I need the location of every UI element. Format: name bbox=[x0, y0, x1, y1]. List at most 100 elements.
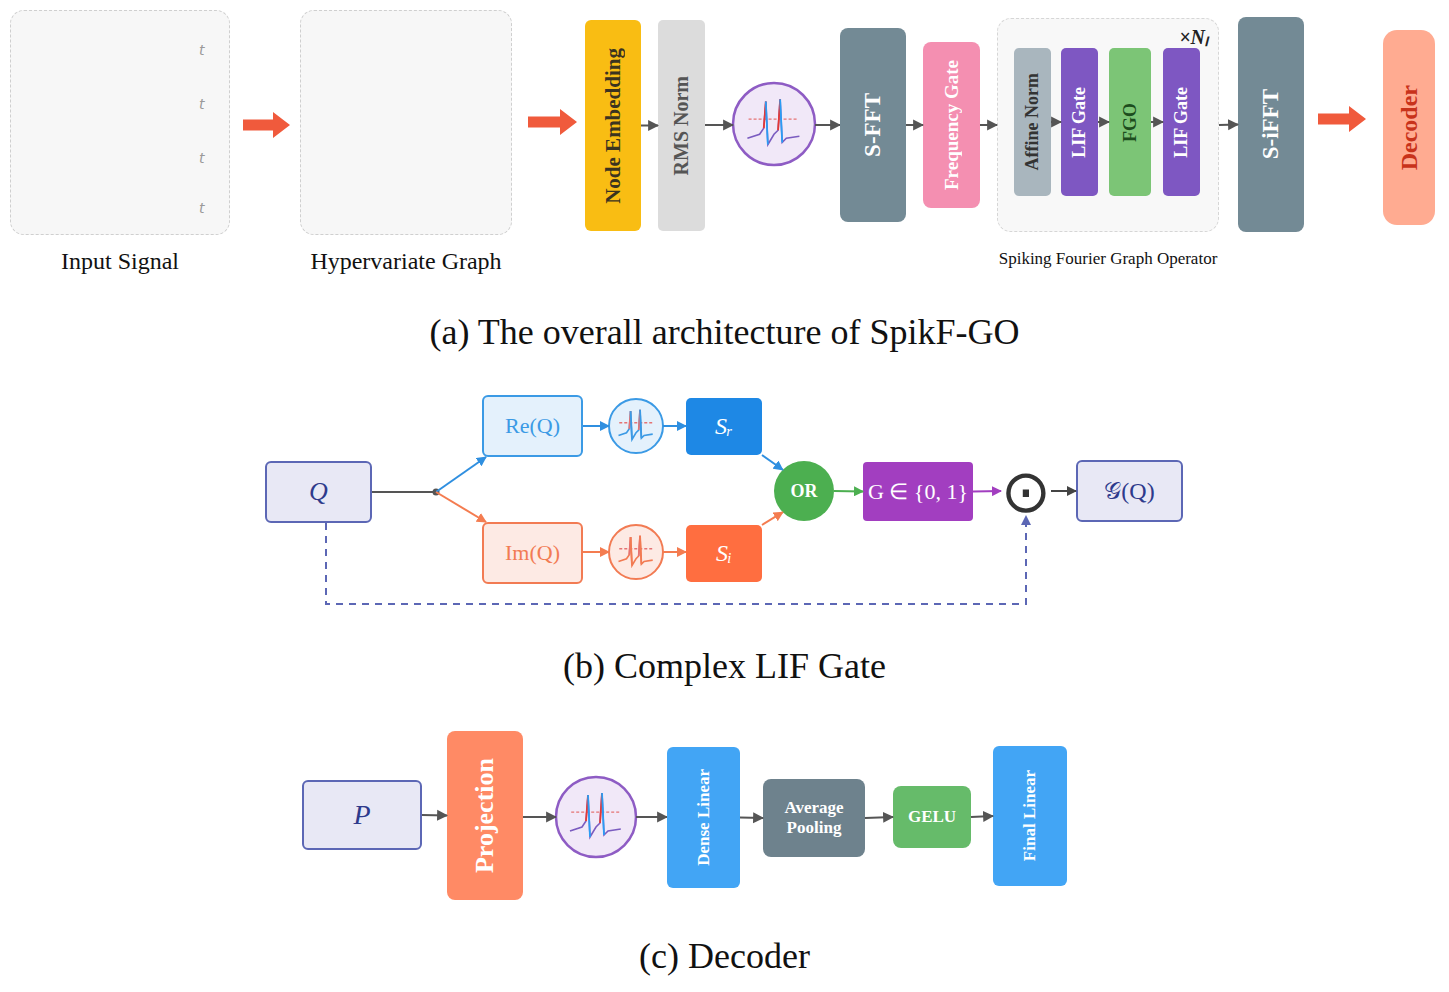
node-label: OR bbox=[791, 481, 818, 502]
spiking-neuron bbox=[609, 399, 663, 453]
node-label: Re(Q) bbox=[505, 413, 560, 439]
connector bbox=[641, 125, 658, 126]
threshold-line bbox=[619, 548, 652, 549]
connector-line bbox=[762, 455, 783, 470]
connector-line bbox=[1051, 490, 1076, 492]
flow-arrow bbox=[1318, 106, 1366, 132]
node-label: LIF Gate bbox=[1069, 87, 1090, 158]
connector bbox=[1098, 122, 1109, 123]
spike-down bbox=[602, 793, 604, 835]
neuron-wire bbox=[636, 816, 667, 818]
process-box: S-iFFT bbox=[1238, 17, 1304, 232]
neuron-wire bbox=[583, 551, 609, 553]
panel: Input Signal bbox=[10, 10, 230, 235]
spike-down bbox=[780, 99, 782, 142]
threshold-line bbox=[571, 812, 620, 813]
connector bbox=[422, 815, 447, 817]
connector bbox=[906, 125, 923, 126]
process-box: Average Pooling bbox=[763, 779, 865, 857]
node-label: P bbox=[353, 799, 370, 831]
subfigure-caption: (b) Complex LIF Gate bbox=[0, 645, 1449, 687]
membrane-trace bbox=[747, 99, 799, 144]
node-label: GELU bbox=[908, 807, 956, 827]
connector bbox=[973, 491, 1001, 493]
node-label: Final Linear bbox=[1020, 770, 1040, 861]
repeat-count: ×Nₗ bbox=[1179, 23, 1208, 50]
flow-arrow bbox=[243, 112, 290, 138]
neuron-wire bbox=[705, 124, 733, 126]
axis-label: t bbox=[199, 96, 205, 112]
node-label: S-FFT bbox=[860, 93, 886, 157]
connector-line bbox=[973, 490, 1001, 493]
node-label: Frequency Gate bbox=[941, 60, 963, 190]
node-label: Sᵢ bbox=[716, 540, 732, 567]
connector-line bbox=[436, 457, 486, 492]
spike-down bbox=[766, 101, 768, 144]
node-label: S-iFFT bbox=[1258, 89, 1284, 159]
node-label: 𝒢(Q) bbox=[1104, 478, 1154, 505]
connector bbox=[980, 125, 997, 126]
node-label: RMS Norm bbox=[670, 76, 693, 175]
spike-box: Sᵣ bbox=[686, 398, 762, 455]
panel: Hypervariate Graph bbox=[300, 10, 512, 235]
connector bbox=[528, 109, 577, 135]
split-dot bbox=[433, 489, 440, 496]
gate-box: G ∈ {0, 1} bbox=[863, 462, 973, 521]
neuron-wire bbox=[663, 551, 686, 553]
membrane-trace bbox=[619, 410, 653, 440]
node-label: Average Pooling bbox=[771, 798, 857, 838]
connector-line bbox=[971, 816, 993, 817]
connector bbox=[834, 491, 863, 493]
node-label: Affine Norm bbox=[1022, 73, 1043, 170]
neuron-wire bbox=[663, 425, 686, 427]
node-label: LIF Gate bbox=[1171, 87, 1192, 158]
process-box: Im(Q) bbox=[482, 522, 583, 584]
node-label: G ∈ {0, 1} bbox=[868, 479, 968, 505]
process-box: Projection bbox=[447, 731, 523, 900]
connector bbox=[762, 455, 783, 470]
process-box: FGO bbox=[1109, 48, 1151, 196]
connector bbox=[1318, 106, 1366, 132]
connector-line bbox=[1151, 121, 1163, 123]
operator-panel: ×NₗSpiking Fourier Graph OperatorAffine … bbox=[997, 18, 1219, 232]
connector-line bbox=[834, 490, 863, 493]
product-operator: ⊙ bbox=[1001, 466, 1051, 516]
spike-down bbox=[640, 410, 641, 438]
process-box: GELU bbox=[893, 786, 971, 848]
connector bbox=[1051, 122, 1061, 123]
node-label: Node Embedding bbox=[601, 48, 626, 204]
process-box: RMS Norm bbox=[658, 20, 705, 231]
node-label: Projection bbox=[470, 758, 500, 873]
panel-heading: Spiking Fourier Graph Operator bbox=[999, 249, 1218, 269]
spike-box: Sᵢ bbox=[686, 525, 762, 582]
connector-line bbox=[740, 817, 763, 820]
input-box: Q bbox=[265, 461, 372, 523]
process-box: Node Embedding bbox=[585, 20, 641, 231]
connector-line bbox=[1219, 124, 1238, 127]
connector bbox=[1219, 124, 1238, 126]
connector bbox=[326, 516, 1026, 604]
spike-down bbox=[640, 536, 641, 564]
process-box: S-FFT bbox=[840, 28, 906, 222]
connector-line bbox=[906, 124, 923, 126]
axis-label: t bbox=[199, 200, 205, 216]
process-box: Dense Linear bbox=[667, 747, 740, 888]
spiking-neuron bbox=[733, 83, 815, 165]
connector bbox=[740, 817, 763, 819]
membrane-trace bbox=[619, 536, 653, 566]
membrane-trace bbox=[570, 793, 621, 837]
connector-segment bbox=[372, 491, 436, 493]
connector-line bbox=[865, 817, 893, 818]
connector-line bbox=[1098, 121, 1109, 123]
subfigure-caption: (a) The overall architecture of SpikF-GO bbox=[0, 311, 1449, 353]
node-label: Dense Linear bbox=[694, 769, 714, 866]
connector bbox=[1151, 122, 1163, 123]
connector-line bbox=[422, 814, 447, 817]
connector-line bbox=[326, 516, 1026, 604]
connector bbox=[243, 112, 290, 138]
connector bbox=[372, 457, 486, 492]
axis-label: t bbox=[199, 42, 205, 58]
node-label: FGO bbox=[1120, 103, 1141, 142]
